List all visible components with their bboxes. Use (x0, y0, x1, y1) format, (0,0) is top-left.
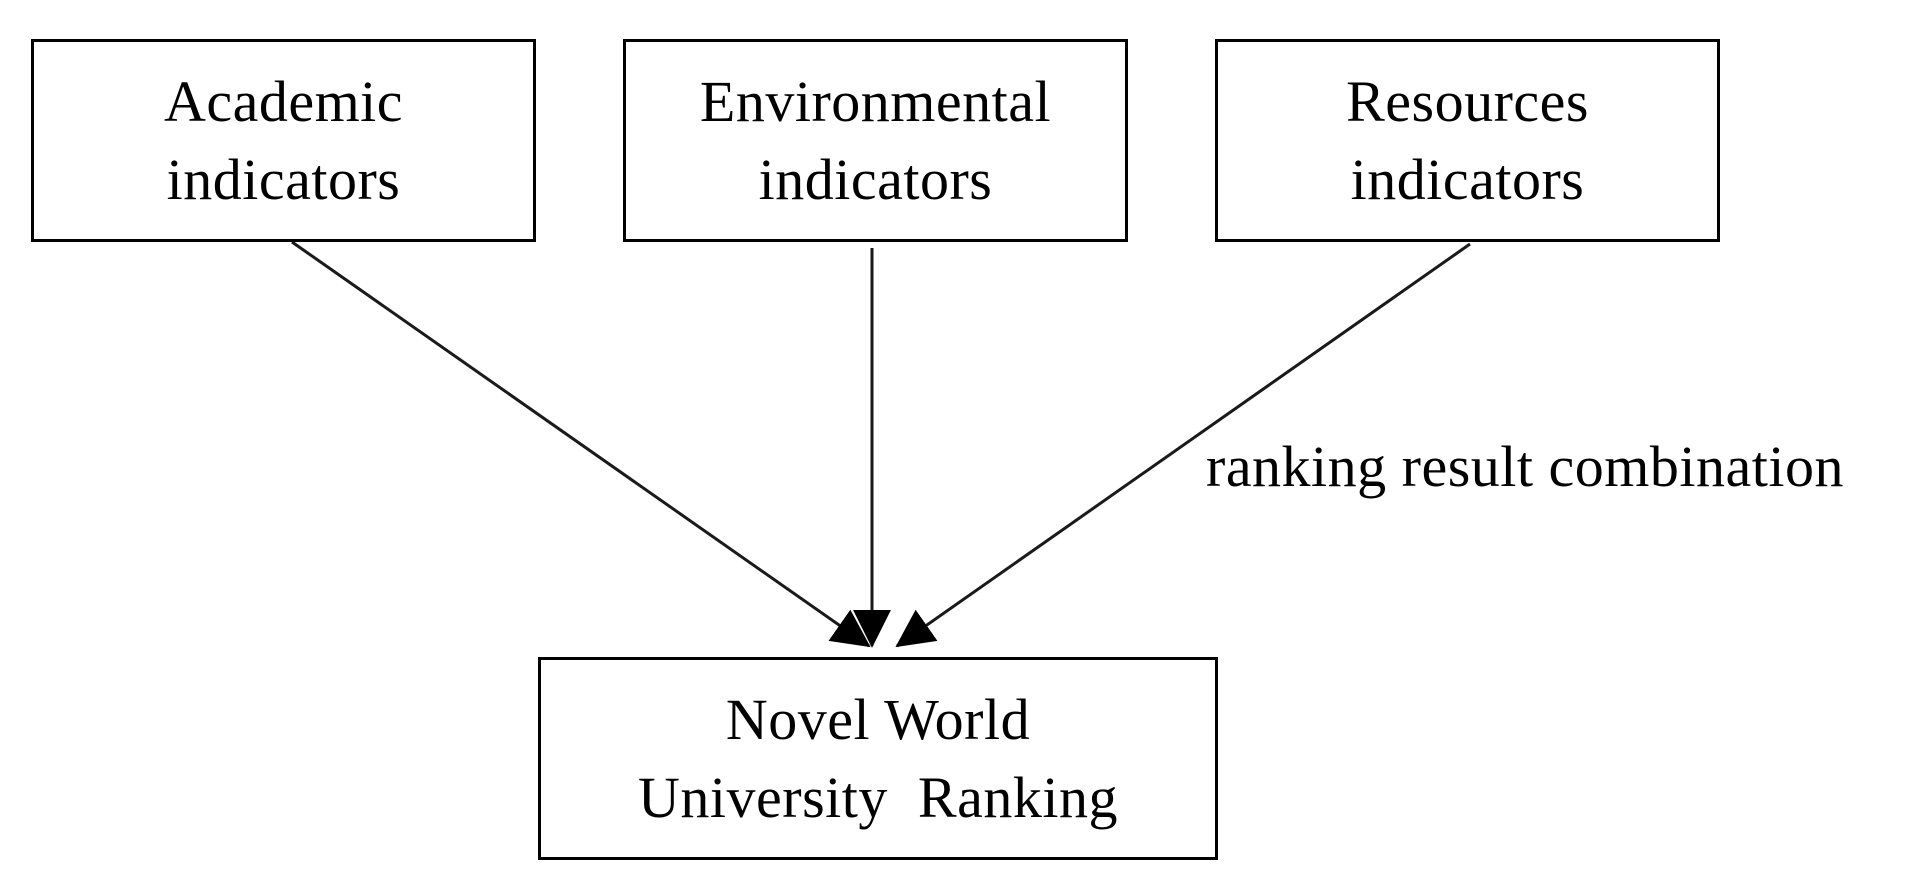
academic-indicators-line-1: Academic (163, 68, 404, 134)
resources-indicators-line-1: Resources (1346, 68, 1589, 134)
environmental-indicators-line-1: Environmental (699, 68, 1052, 134)
ranking-line-1: Novel World (725, 686, 1031, 752)
academic-indicators-box: Academic indicators (31, 39, 536, 242)
edge-label-ranking-result-combination: ranking result combination (1206, 434, 1844, 499)
environmental-indicators-line-2: indicators (758, 146, 993, 212)
resources-indicators-box: Resources indicators (1215, 39, 1720, 242)
arrow-academic-to-ranking (291, 240, 871, 648)
environmental-indicators-box: Environmental indicators (623, 39, 1128, 242)
novel-world-university-ranking-box: Novel World University Ranking (538, 657, 1218, 860)
resources-indicators-line-2: indicators (1350, 146, 1585, 212)
ranking-line-2: University Ranking (638, 764, 1118, 830)
academic-indicators-line-2: indicators (166, 146, 401, 212)
arrow-resources-to-ranking (895, 242, 1471, 648)
